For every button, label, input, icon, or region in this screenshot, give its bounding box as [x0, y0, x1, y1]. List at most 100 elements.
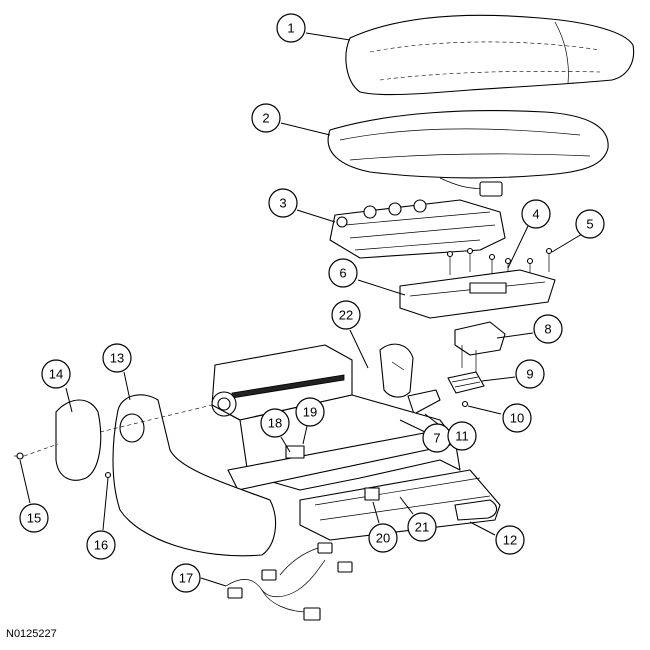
callout-circle — [260, 408, 290, 438]
callout-label: 1 — [287, 21, 294, 36]
leader-line-7 — [399, 419, 426, 433]
leader-line-2 — [280, 122, 331, 136]
callout-circle — [102, 343, 132, 373]
callout-circle — [521, 199, 551, 229]
callout-circle — [368, 523, 398, 553]
part-knob-cover — [55, 399, 102, 481]
callout-circle — [19, 503, 49, 533]
leader-line-20 — [372, 501, 380, 524]
callout-label: 10 — [510, 411, 524, 426]
callout-13: 13 — [102, 343, 132, 373]
callout-label: 19 — [303, 405, 317, 420]
callout-18: 18 — [260, 408, 290, 438]
leader-line-6 — [357, 279, 406, 296]
callout-circle — [328, 258, 358, 288]
callout-label: 7 — [433, 431, 440, 446]
callout-circle — [533, 314, 563, 344]
callout-11: 11 — [447, 421, 477, 451]
part-side-shield — [379, 343, 441, 415]
callout-circle — [447, 421, 477, 451]
alignment-lines — [23, 404, 213, 457]
callout-label: 18 — [268, 416, 282, 431]
callout-circle — [41, 359, 71, 389]
part-wiring-harness — [225, 542, 353, 621]
leader-line-3 — [296, 209, 336, 223]
part-screws-side — [14, 452, 112, 479]
callout-label: 6 — [339, 266, 346, 281]
callout-label: 17 — [179, 571, 193, 586]
callout-15: 15 — [19, 503, 49, 533]
callout-label: 22 — [339, 308, 353, 323]
leader-line-5 — [551, 233, 583, 253]
callout-circle — [407, 512, 437, 542]
callout-circle — [575, 209, 605, 239]
leader-line-21 — [399, 496, 414, 515]
callout-circle — [495, 525, 525, 555]
callout-label: 5 — [586, 217, 593, 232]
callout-circle — [171, 563, 201, 593]
part-screws — [446, 247, 553, 282]
callout-label: 2 — [262, 111, 269, 126]
leader-line-10 — [467, 405, 502, 415]
callout-8: 8 — [533, 314, 563, 344]
callout-21: 21 — [407, 512, 437, 542]
leader-line-9 — [481, 376, 516, 382]
callout-14: 14 — [41, 359, 71, 389]
callout-label: 21 — [415, 520, 429, 535]
callout-19: 19 — [295, 397, 325, 427]
part-control-module — [447, 371, 485, 394]
callout-5: 5 — [575, 209, 605, 239]
callout-circle — [502, 403, 532, 433]
part-suspension-mat — [329, 199, 506, 259]
callout-circle — [331, 300, 361, 330]
callout-label: 4 — [532, 207, 539, 222]
callout-label: 13 — [110, 351, 124, 366]
part-cushion-pan — [399, 269, 556, 319]
part-module-bracket — [454, 321, 506, 372]
part-cushion-pad — [327, 110, 609, 197]
part-outboard-shield — [112, 394, 277, 557]
leader-line-12 — [469, 521, 496, 536]
callout-circle — [86, 530, 116, 560]
callout-3: 3 — [268, 188, 298, 218]
callout-10: 10 — [502, 403, 532, 433]
callout-label: 14 — [49, 367, 63, 382]
callout-7: 7 — [422, 423, 452, 453]
callout-20: 20 — [368, 523, 398, 553]
leader-line-15 — [19, 459, 31, 504]
callout-22: 22 — [331, 300, 361, 330]
leader-line-17 — [200, 577, 227, 587]
leader-line-22 — [349, 329, 369, 369]
callout-1: 1 — [276, 13, 306, 43]
callout-label: 20 — [376, 531, 390, 546]
part-screw-10 — [461, 400, 469, 408]
figure-id: N0125227 — [6, 628, 57, 640]
callout-4: 4 — [521, 199, 551, 229]
part-seat-frame — [211, 344, 501, 541]
callout-16: 16 — [86, 530, 116, 560]
leader-line-14 — [65, 387, 73, 413]
callout-label: 3 — [279, 196, 286, 211]
leader-line-18 — [280, 436, 291, 453]
callout-2: 2 — [251, 103, 281, 133]
callout-label: 12 — [503, 533, 517, 548]
callout-12: 12 — [495, 525, 525, 555]
leader-line-8 — [496, 332, 534, 339]
callout-circle — [276, 13, 306, 43]
callout-circle — [295, 397, 325, 427]
part-cushion-cover — [345, 14, 635, 96]
callout-circle — [251, 103, 281, 133]
callout-17: 17 — [171, 563, 201, 593]
callout-label: 8 — [544, 322, 551, 337]
leader-line-4 — [507, 225, 529, 269]
callout-circle — [515, 359, 545, 389]
callout-6: 6 — [328, 258, 358, 288]
callout-9: 9 — [515, 359, 545, 389]
leader-line-13 — [123, 371, 131, 401]
callout-label: 9 — [526, 367, 533, 382]
callout-label: 15 — [27, 511, 41, 526]
callout-leaders — [19, 32, 583, 587]
callout-circle — [268, 188, 298, 218]
part-track — [454, 499, 498, 521]
